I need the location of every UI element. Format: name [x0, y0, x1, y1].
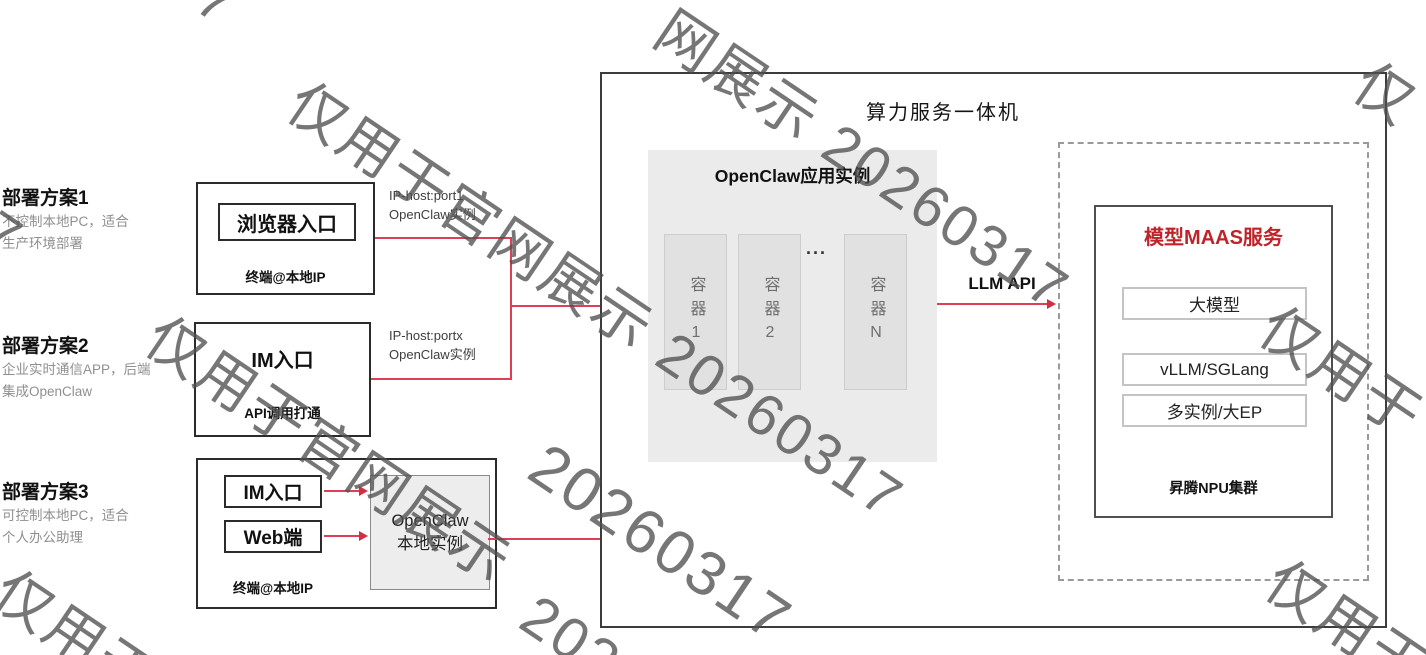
plan3-im-label-box: IM入口	[224, 475, 322, 508]
local-instance-line1: OpenClaw	[391, 512, 469, 531]
app-cluster-title: OpenClaw应用实例	[714, 166, 871, 186]
plan3-terminal-label: 终端@本地IP	[233, 581, 313, 596]
plan1-title: 部署方案1	[2, 188, 89, 209]
openclaw-local-instance-box: OpenClaw 本地实例	[370, 475, 490, 590]
plan2-entry-box: IM入口 API调用打通	[194, 322, 371, 437]
plan3-web-label-box: Web端	[224, 520, 322, 553]
browser-entry-label-box: 浏览器入口	[218, 203, 356, 241]
watermark-text: 7	[185, 0, 247, 38]
container-ellipsis: ...	[806, 238, 828, 258]
maas-service-box: 模型MAAS服务 大模型 vLLM/SGLang 多实例/大EP 昇腾NPU集群	[1094, 205, 1333, 518]
plan1-annotation-line1: IP-host:port1	[389, 188, 464, 203]
plan2-annotation-line2: OpenClaw实例	[389, 346, 476, 362]
arrowhead-right-icon	[359, 486, 368, 496]
browser-entry-label: 浏览器入口	[237, 213, 337, 236]
maas-service-title: 模型MAAS服务	[1144, 227, 1283, 249]
server-machine-title: 算力服务一体机	[866, 102, 1020, 124]
plan1-annotation: IP-host:port1 OpenClaw实例	[389, 187, 476, 225]
plan3-title: 部署方案3	[2, 482, 89, 503]
plan2-annotation: IP-host:portx OpenClaw实例	[389, 327, 476, 365]
app-to-maas-line	[937, 303, 1049, 305]
container-1-box: 容器1	[664, 234, 727, 390]
merged-to-server-line	[510, 305, 638, 307]
plan2-description: 企业实时通信APP，后端集成OpenClaw	[2, 362, 151, 399]
im-to-instance-line	[324, 490, 360, 492]
llm-api-top-label: LLM API	[968, 274, 1036, 293]
merge-connector-line	[510, 237, 512, 380]
local-instance-line2: 本地实例	[397, 534, 463, 553]
arrowhead-right-icon	[359, 531, 368, 541]
container-2-box: 容器2	[738, 234, 801, 390]
maas-item-vllm-sglang: vLLM/SGLang	[1122, 353, 1307, 386]
plan1-terminal-label: 终端@本地IP	[245, 270, 326, 285]
container-n-label: 容器N	[867, 275, 885, 349]
plan1-entry-box: 浏览器入口 终端@本地IP	[196, 182, 375, 295]
plan3-web-label: Web端	[243, 528, 303, 549]
app-cluster-box: OpenClaw应用实例 容器1 容器2 ... 容器N	[648, 150, 937, 462]
container-2-label: 容器2	[761, 275, 779, 349]
plan3-description: 可控制本地PC，适合个人办公助理	[2, 508, 129, 545]
plan2-api-label: API调用打通	[244, 406, 321, 421]
plan2-annotation-line1: IP-host:portx	[389, 328, 463, 343]
plan3-im-label: IM入口	[243, 483, 303, 504]
plan1-description: 不控制本地PC，适合生产环境部署	[2, 214, 129, 251]
container-1-label: 容器1	[687, 275, 705, 349]
plan2-title: 部署方案2	[2, 336, 89, 357]
plan2-connector-line	[371, 378, 512, 380]
im-entry-label: IM入口	[251, 350, 314, 372]
plan1-connector-line	[375, 237, 512, 239]
arrowhead-right-icon	[1047, 299, 1056, 309]
container-n-box: 容器N	[844, 234, 907, 390]
plan3-entry-box: IM入口 Web端 OpenClaw 本地实例 终端@本地IP	[196, 458, 497, 609]
web-to-instance-line	[324, 535, 360, 537]
maas-dashed-region	[1058, 142, 1369, 581]
npu-cluster-label: 昇腾NPU集群	[1169, 481, 1258, 497]
plan1-annotation-line2: OpenClaw实例	[389, 206, 476, 222]
watermark-text: 仅用于	[0, 558, 170, 655]
maas-item-large-model: 大模型	[1122, 287, 1307, 320]
maas-item-multi-instance: 多实例/大EP	[1122, 394, 1307, 427]
